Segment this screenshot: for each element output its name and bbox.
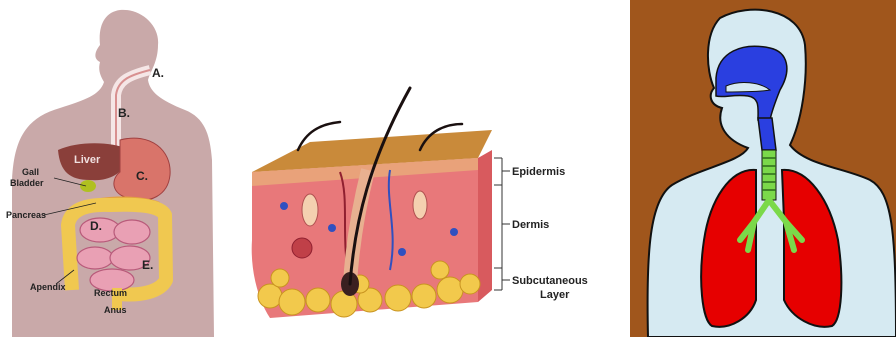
label-liver: Liver (74, 154, 101, 166)
label-anus: Anus (104, 305, 127, 315)
label-pancreas: Pancreas (6, 210, 46, 220)
skin-figure: Epidermis Dermis Subcutaneous Layer (240, 0, 620, 337)
digestive-figure: A. B. C. D. E. Liver Gall Bladder Pancre… (0, 0, 215, 337)
digestive-system-diagram: A. B. C. D. E. Liver Gall Bladder Pancre… (0, 0, 215, 337)
gall-bladder (80, 180, 96, 192)
skin-block-side (478, 150, 492, 302)
label-apendix: Apendix (30, 282, 66, 292)
label-subcutaneous: Subcutaneous (512, 275, 588, 287)
label-epidermis: Epidermis (512, 166, 565, 178)
label-rectum: Rectum (94, 288, 127, 298)
label-dermis: Dermis (512, 219, 549, 231)
layer-brackets (494, 158, 510, 290)
skin-layers-diagram: Epidermis Dermis Subcutaneous Layer (240, 0, 620, 337)
respiratory-figure (630, 0, 896, 337)
label-layer: Layer (540, 289, 570, 301)
label-gall: Gall (22, 167, 39, 177)
label-bladder: Bladder (10, 178, 44, 188)
label-d: D. (90, 219, 102, 233)
label-e: E. (142, 258, 153, 272)
larynx (758, 118, 776, 150)
label-a: A. (152, 66, 164, 80)
label-b: B. (118, 106, 130, 120)
label-c: C. (136, 169, 148, 183)
respiratory-system-diagram (630, 0, 896, 337)
